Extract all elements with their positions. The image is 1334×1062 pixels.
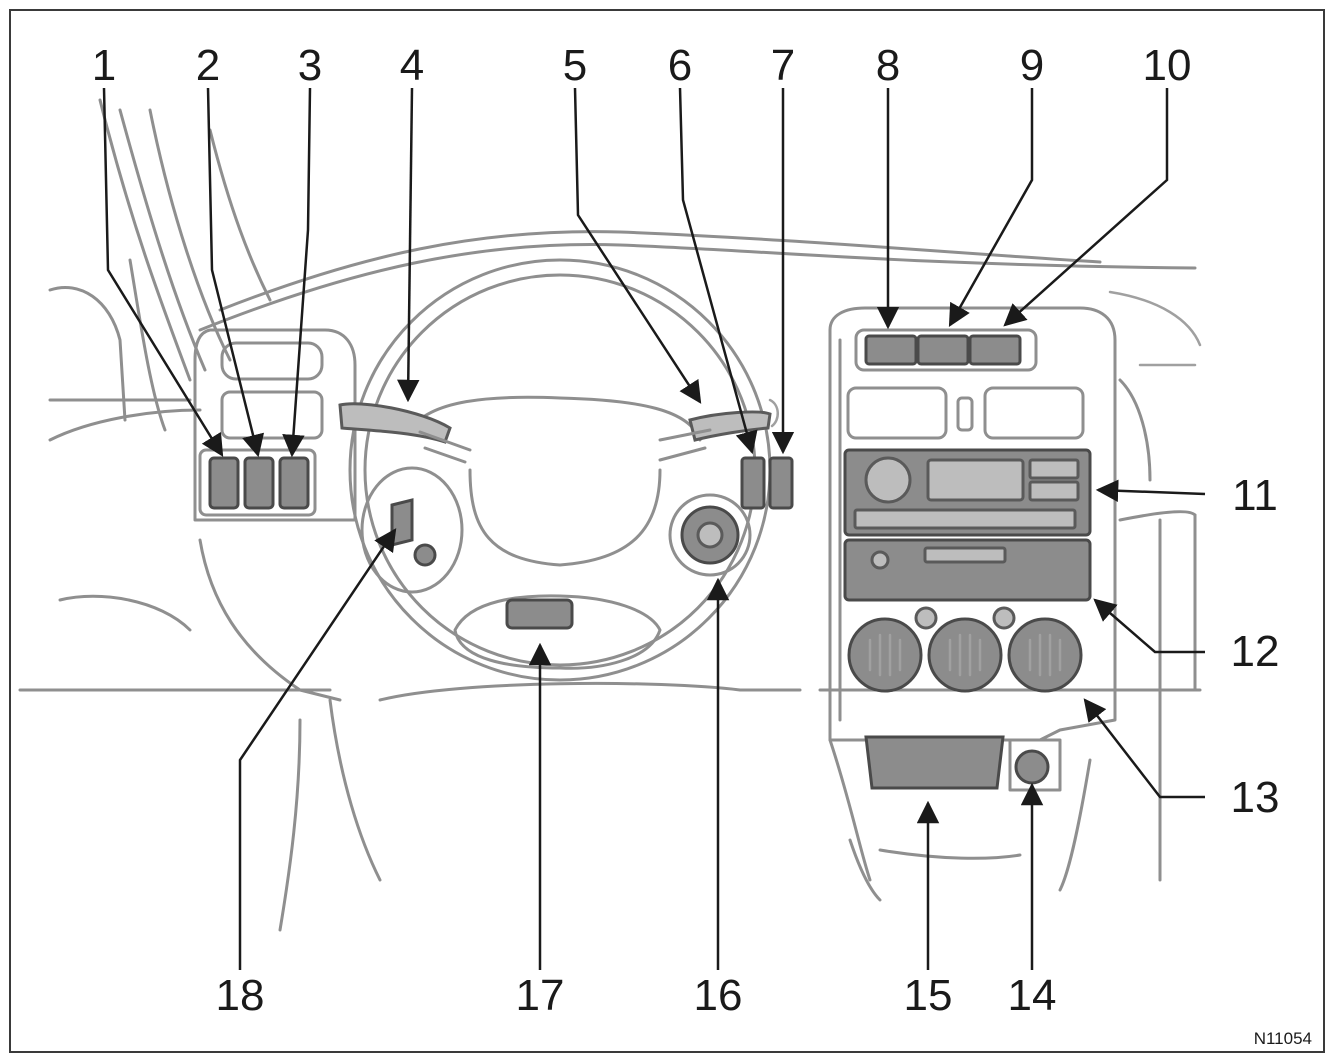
cassette-unit — [843, 538, 1092, 602]
callout-14: 14 — [1008, 971, 1057, 1020]
switch-3 — [278, 456, 310, 510]
ashtray — [864, 735, 1005, 790]
callout-18: 18 — [216, 971, 265, 1020]
callout-2: 2 — [196, 41, 220, 90]
callout-13: 13 — [1231, 773, 1280, 822]
callout-1: 1 — [92, 41, 116, 90]
callout-12: 12 — [1231, 627, 1280, 676]
leader-lines — [102, 87, 1206, 970]
switch-2 — [243, 456, 275, 510]
horn-pad-button — [505, 598, 574, 630]
figure-frame — [9, 9, 1325, 1053]
callout-4: 4 — [400, 41, 424, 90]
switch-7 — [768, 456, 794, 510]
top-center-switches — [854, 328, 1038, 372]
callout-17: 17 — [516, 971, 565, 1020]
lower-left-lever — [360, 466, 464, 594]
callout-5: 5 — [563, 41, 587, 90]
climate-knobs — [847, 606, 1083, 693]
callout-15: 15 — [904, 971, 953, 1020]
left-switch-panel — [198, 448, 317, 517]
switch-8 — [864, 334, 918, 366]
callout-labels: 1 2 3 4 5 6 7 8 9 10 11 12 13 14 15 16 1… — [92, 41, 1280, 1020]
wiper-lever — [658, 398, 779, 462]
switch-1 — [208, 456, 240, 510]
callout-9: 9 — [1020, 41, 1044, 90]
switch-9 — [916, 334, 970, 366]
callout-8: 8 — [876, 41, 900, 90]
callout-6: 6 — [668, 41, 692, 90]
figure-reference: N11054 — [1254, 1029, 1312, 1048]
ignition-switch — [668, 493, 752, 577]
cigarette-lighter — [1014, 749, 1050, 785]
dashboard-outline — [18, 98, 1202, 932]
light-lever — [338, 402, 472, 464]
switch-10 — [968, 334, 1022, 366]
switch-6 — [740, 456, 766, 510]
audio-unit — [843, 448, 1092, 537]
callout-11: 11 — [1232, 471, 1278, 520]
callout-7: 7 — [771, 41, 795, 90]
callout-10: 10 — [1143, 41, 1192, 90]
callout-3: 3 — [298, 41, 322, 90]
callout-16: 16 — [694, 971, 743, 1020]
